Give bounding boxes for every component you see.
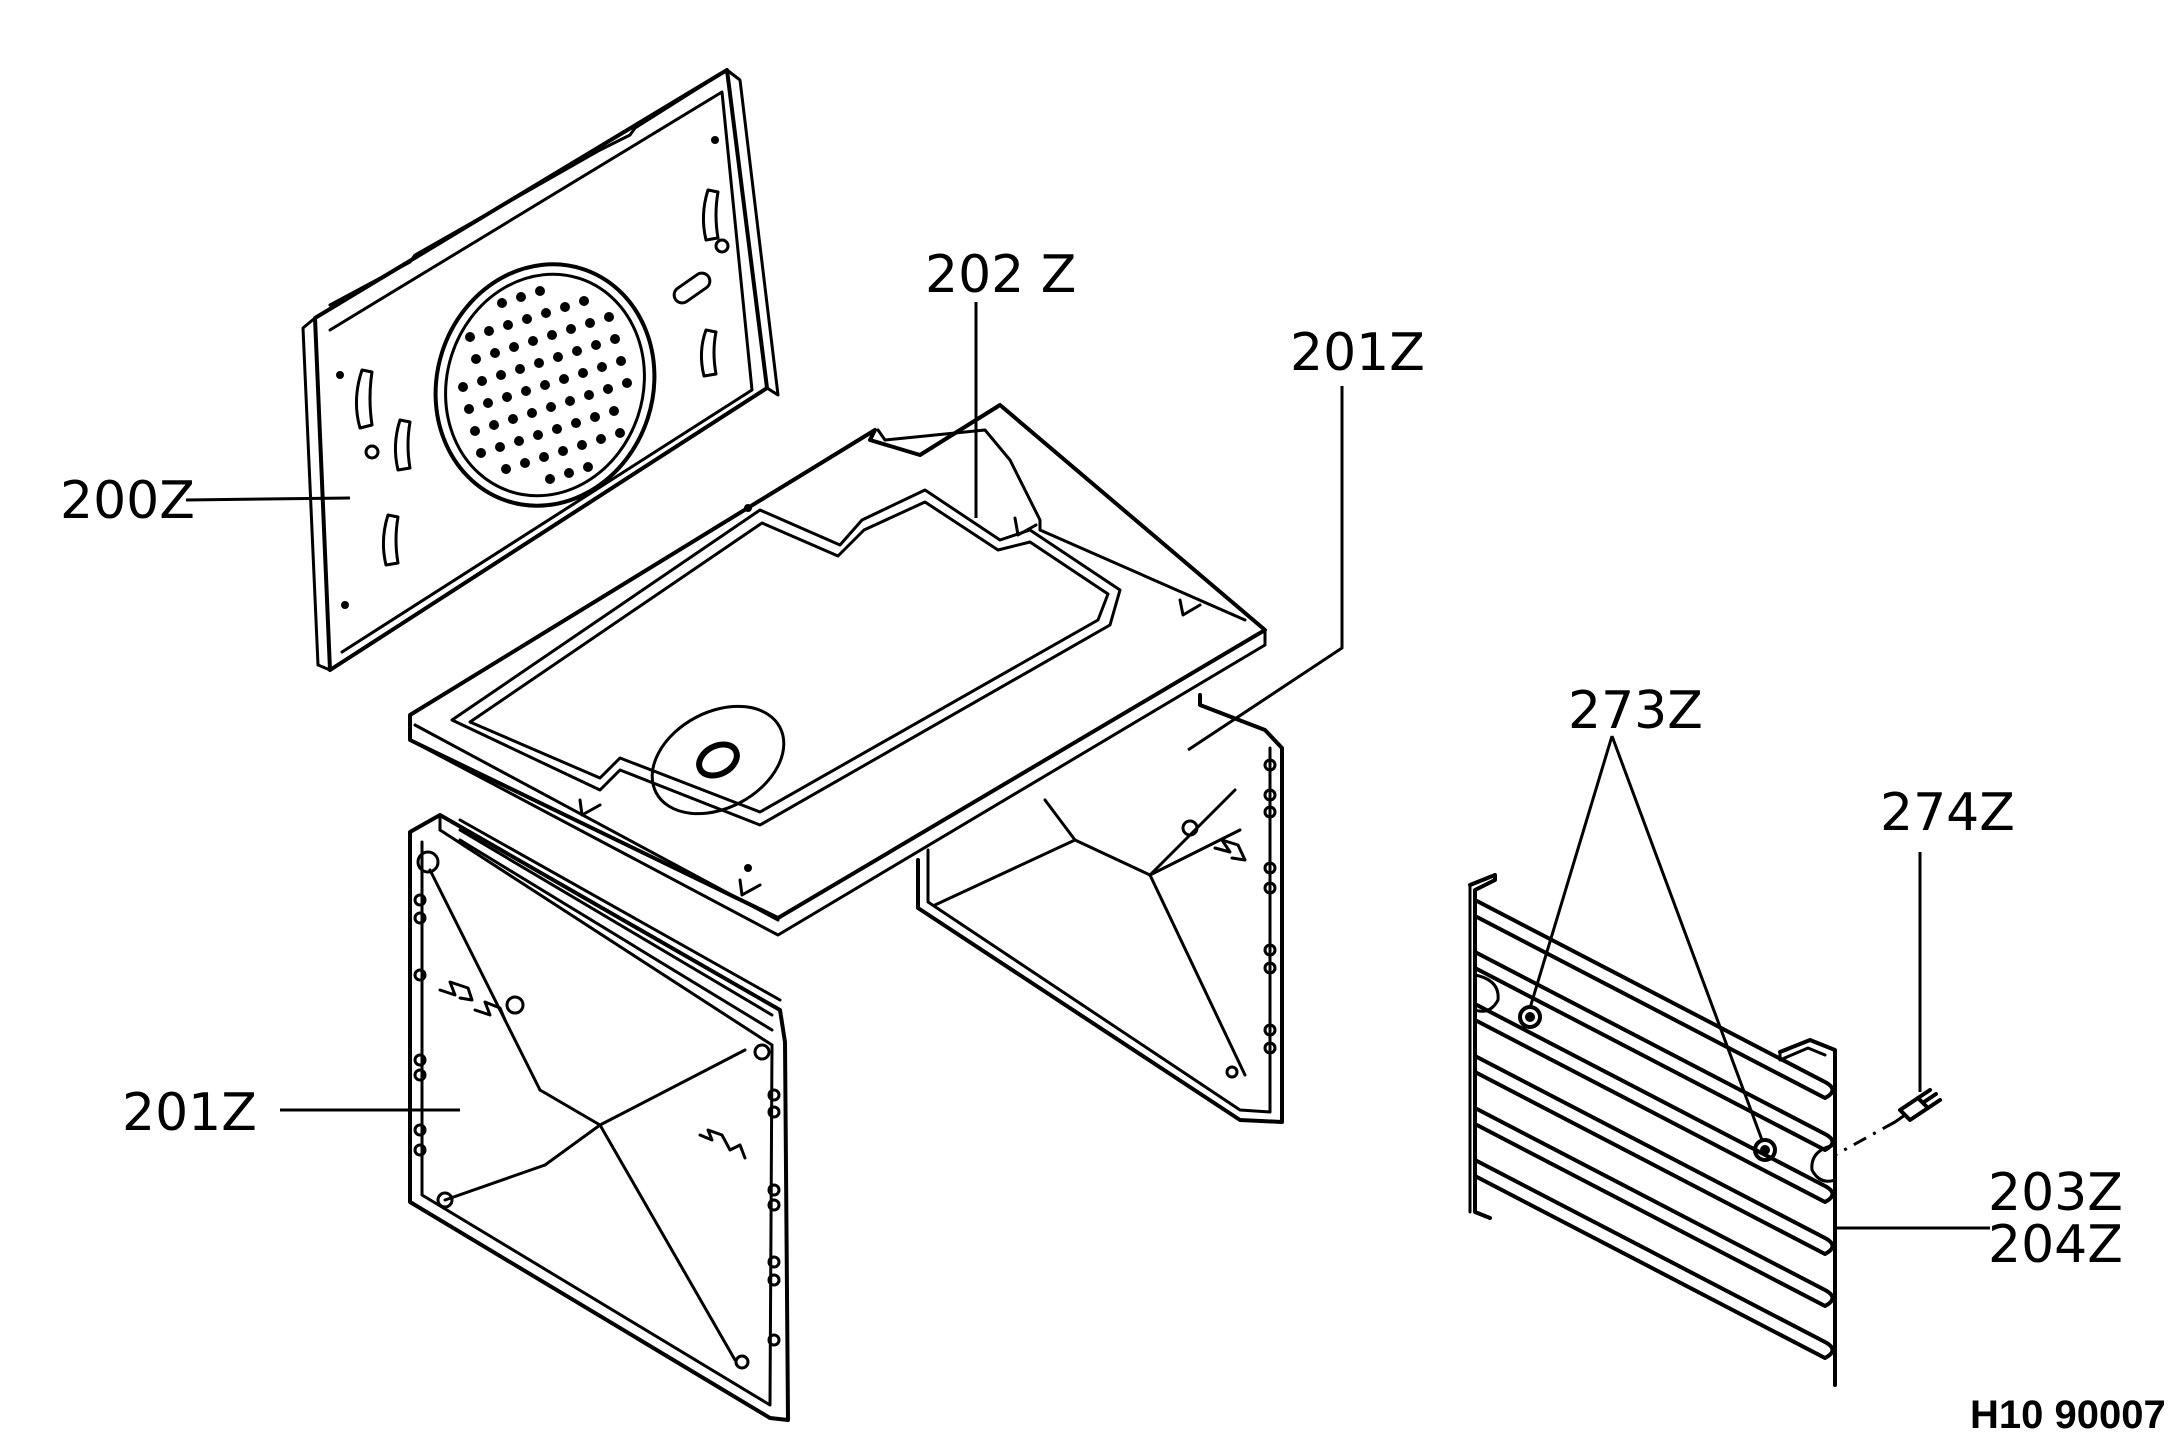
grille-hole xyxy=(579,296,589,306)
grille-hole xyxy=(539,452,549,462)
grille-hole xyxy=(609,406,619,416)
grille-hole xyxy=(560,302,570,312)
screw-274z xyxy=(1834,1088,1942,1157)
grille-hole xyxy=(470,426,480,436)
grille-hole xyxy=(533,430,543,440)
label-273z: 273Z xyxy=(1568,681,1703,741)
grille-hole xyxy=(571,418,581,428)
grille-hole xyxy=(553,352,563,362)
grille-hole xyxy=(521,386,531,396)
grille-hole xyxy=(489,420,499,430)
grille-hole xyxy=(622,378,632,388)
grille-hole xyxy=(603,384,613,394)
grille-hole xyxy=(591,340,601,350)
label-203z: 203Z xyxy=(1988,1163,2123,1223)
grille-hole xyxy=(604,312,614,322)
grille-hole xyxy=(584,390,594,400)
grille-hole xyxy=(520,458,530,468)
grille-hole xyxy=(559,374,569,384)
back-panel-200z xyxy=(301,68,780,672)
grille-hole xyxy=(578,368,588,378)
grille-hole xyxy=(564,468,574,478)
grille-hole xyxy=(583,462,593,472)
grille-hole xyxy=(501,464,511,474)
grille-hole xyxy=(596,434,606,444)
grille-hole xyxy=(546,402,556,412)
grille-hole xyxy=(590,412,600,422)
shelf-rack-203z-204z xyxy=(1468,873,1837,1387)
label-202z: 202 Z xyxy=(925,245,1076,305)
grille-hole xyxy=(585,318,595,328)
grille-hole xyxy=(610,334,620,344)
grille-hole xyxy=(616,356,626,366)
grille-hole xyxy=(496,370,506,380)
grille-hole xyxy=(552,424,562,434)
grille-hole xyxy=(572,346,582,356)
grille-hole xyxy=(528,336,538,346)
grille-hole xyxy=(522,314,532,324)
grille-hole xyxy=(515,364,525,374)
grille-hole xyxy=(516,292,526,302)
grille-hole xyxy=(527,408,537,418)
label-201z-right: 201Z xyxy=(1290,323,1425,383)
label-201z-left: 201Z xyxy=(122,1083,257,1143)
grille-hole xyxy=(484,326,494,336)
grille-hole xyxy=(502,392,512,402)
side-panel-201z-left xyxy=(408,813,790,1422)
grille-hole xyxy=(458,382,468,392)
grille-hole xyxy=(465,332,475,342)
grille-hole xyxy=(565,396,575,406)
rack-wire xyxy=(1473,950,1835,1152)
label-200z: 200Z xyxy=(60,471,195,531)
grille-hole xyxy=(497,298,507,308)
grille-hole xyxy=(597,362,607,372)
side-panel-holes-left xyxy=(413,893,781,1347)
grille-hole xyxy=(547,330,557,340)
grille-hole xyxy=(558,446,568,456)
grille-hole xyxy=(540,380,550,390)
grille-hole xyxy=(534,358,544,368)
grille-hole xyxy=(477,376,487,386)
grille-hole xyxy=(503,320,513,330)
label-204z: 204Z xyxy=(1988,1215,2123,1275)
grille-hole xyxy=(476,448,486,458)
top-panel-202z xyxy=(408,403,1267,937)
grille-hole xyxy=(495,442,505,452)
grille-hole xyxy=(615,428,625,438)
grille-hole xyxy=(490,348,500,358)
grille-hole xyxy=(514,436,524,446)
rack-wire xyxy=(1473,1106,1835,1308)
rack-wire xyxy=(1473,898,1835,1100)
leader-lines xyxy=(185,302,1990,1230)
grille-hole xyxy=(545,474,555,484)
grille-hole xyxy=(541,308,551,318)
grille-hole xyxy=(509,342,519,352)
grille-hole xyxy=(471,354,481,364)
side-panel-201z-right xyxy=(916,693,1284,1124)
rack-wires xyxy=(1473,898,1835,1360)
drawing-code: H10 90007 xyxy=(1970,1393,2166,1437)
label-274z: 274Z xyxy=(1880,783,2015,843)
grille-hole xyxy=(577,440,587,450)
grille-hole xyxy=(508,414,518,424)
grille-hole xyxy=(566,324,576,334)
fan-grille-holes xyxy=(458,286,632,484)
side-panel-holes-right xyxy=(1225,758,1277,1079)
rack-wire xyxy=(1473,1002,1835,1204)
grille-hole xyxy=(464,404,474,414)
rack-wire xyxy=(1473,1158,1835,1360)
grille-hole xyxy=(535,286,545,296)
grille-hole xyxy=(483,398,493,408)
rack-wire xyxy=(1473,1054,1835,1256)
